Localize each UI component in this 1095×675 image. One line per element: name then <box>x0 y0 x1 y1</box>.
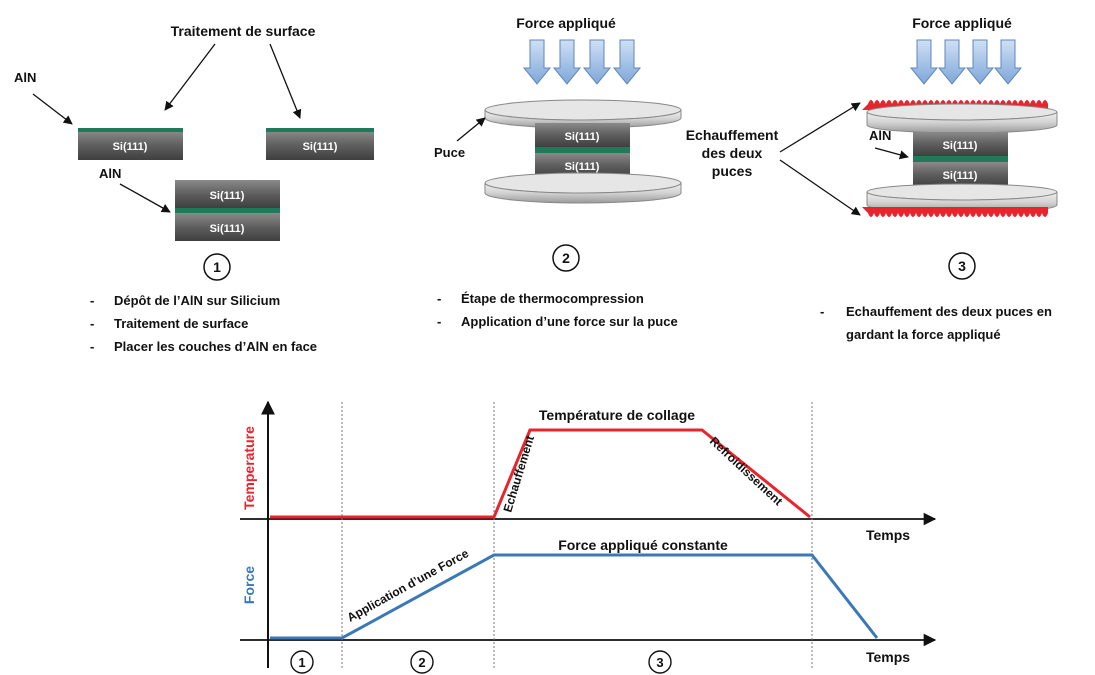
force-arrow-icon <box>966 39 994 85</box>
svg-text:1: 1 <box>213 259 221 275</box>
aln-label-mid: AlN <box>99 166 121 181</box>
force-apply-label: Application d’une Force <box>345 546 472 625</box>
surface-arrow-left <box>164 43 216 111</box>
heat-arrow-top <box>779 102 861 153</box>
svg-text:-: - <box>90 293 94 308</box>
svg-text:Si(111): Si(111) <box>210 223 245 235</box>
svg-text:3: 3 <box>958 258 966 274</box>
force-arrow-icon <box>938 39 966 85</box>
aln-arrow-mid <box>119 183 171 213</box>
temperature-axis-label: Temperature <box>241 426 257 510</box>
force-curve <box>270 553 879 640</box>
step1-panel: Traitement de surface AlN Si(111) Si(111… <box>14 23 374 354</box>
step1-number: 1 <box>203 253 231 281</box>
step2-bullet-2: Application d’une force sur la puce <box>461 314 678 329</box>
puce-arrow <box>456 117 486 142</box>
svg-text:des deux: des deux <box>702 145 763 161</box>
svg-text:Si(111): Si(111) <box>565 131 600 143</box>
force-arrow-icon <box>613 39 641 85</box>
phase-number-3: 3 <box>648 650 672 674</box>
surface-arrow-right <box>269 43 302 119</box>
cooling-label: Refroidissement <box>707 434 785 508</box>
force-arrow-icon <box>523 39 551 85</box>
step3-force-label: Force appliqué <box>912 15 1012 31</box>
bonding-temp-label: Température de collage <box>539 407 695 423</box>
step2-panel: Force appliqué Si(111) Si(111) Puce 2 - <box>434 15 682 329</box>
svg-text:-: - <box>90 316 94 331</box>
surface-treatment-label: Traitement de surface <box>171 23 316 39</box>
chip-stack-step3: Si(111) Si(111) <box>913 132 1008 187</box>
puce-label: Puce <box>434 145 465 160</box>
force-arrow-icon <box>994 39 1022 85</box>
svg-text:puces: puces <box>712 163 753 179</box>
step1-bullet-2: Traitement de surface <box>114 316 248 331</box>
svg-text:Echauffement: Echauffement <box>686 127 779 143</box>
step3-bullets: - Echauffement des deux puces en gardant… <box>820 304 1052 342</box>
svg-text:-: - <box>90 339 94 354</box>
temperature-curve <box>270 428 811 519</box>
press-plate-top-step3 <box>866 103 1058 134</box>
chip-stack-step2: Si(111) Si(111) <box>535 123 630 178</box>
aln-label-top: AlN <box>14 70 36 85</box>
step3-bullet-line1: Echauffement des deux puces en <box>846 304 1052 319</box>
aln-label-step3: AlN <box>869 128 891 143</box>
svg-text:Si(111): Si(111) <box>943 170 978 182</box>
heating-label: Echauffement <box>500 434 537 514</box>
svg-text:Si(111): Si(111) <box>210 190 245 202</box>
force-arrow-icon <box>553 39 581 85</box>
svg-text:-: - <box>437 291 441 306</box>
heat-arrow-bottom <box>779 159 861 216</box>
press-plate-top <box>484 99 682 129</box>
time-label-top: Temps <box>866 527 910 543</box>
timeline-chart: Temperature Force Temps Temps Températur… <box>240 400 937 674</box>
svg-text:Si(111): Si(111) <box>565 161 600 173</box>
step2-force-label: Force appliqué <box>516 15 616 31</box>
svg-text:Si(111): Si(111) <box>303 141 338 153</box>
step2-bullets: - Étape de thermocompression - Applicati… <box>437 291 678 329</box>
svg-text:2: 2 <box>562 250 570 266</box>
svg-text:Si(111): Si(111) <box>113 141 148 153</box>
chip-right: Si(111) <box>266 128 374 160</box>
chip-stack: Si(111) Si(111) <box>175 180 280 241</box>
step2-bullet-1: Étape de thermocompression <box>461 291 644 306</box>
chip-left: Si(111) <box>78 128 183 160</box>
force-arrow-icon <box>583 39 611 85</box>
svg-text:3: 3 <box>656 655 663 670</box>
step3-number: 3 <box>948 252 976 280</box>
phase-number-2: 2 <box>410 650 434 674</box>
svg-text:2: 2 <box>418 655 425 670</box>
phase-number-1: 1 <box>290 650 314 674</box>
aln-arrow-top <box>32 93 73 125</box>
step3-bullet-line2: gardant la force appliqué <box>846 327 1001 342</box>
press-plate-bottom <box>484 172 682 204</box>
step1-bullets: - Dépôt de l’AlN sur Silicium - Traiteme… <box>90 293 317 354</box>
svg-text:Si(111): Si(111) <box>943 140 978 152</box>
step3-panel: Force appliqué Si(111) Si(111) Echauf <box>686 15 1058 342</box>
heat-label: Echauffement des deux puces <box>686 127 779 179</box>
step2-number: 2 <box>552 244 580 272</box>
time-label-bottom: Temps <box>866 649 910 665</box>
heat-flames-bottom-icon <box>862 207 1048 217</box>
force-axis-label: Force <box>241 566 257 604</box>
force-arrow-icon <box>910 39 938 85</box>
step1-bullet-1: Dépôt de l’AlN sur Silicium <box>114 293 280 308</box>
force-constant-label: Force appliqué constante <box>558 537 728 553</box>
aln-arrow-step3 <box>874 147 909 160</box>
svg-text:1: 1 <box>298 655 305 670</box>
svg-text:-: - <box>437 314 441 329</box>
step1-bullet-3: Placer les couches d’AlN en face <box>114 339 317 354</box>
svg-text:-: - <box>820 304 824 319</box>
